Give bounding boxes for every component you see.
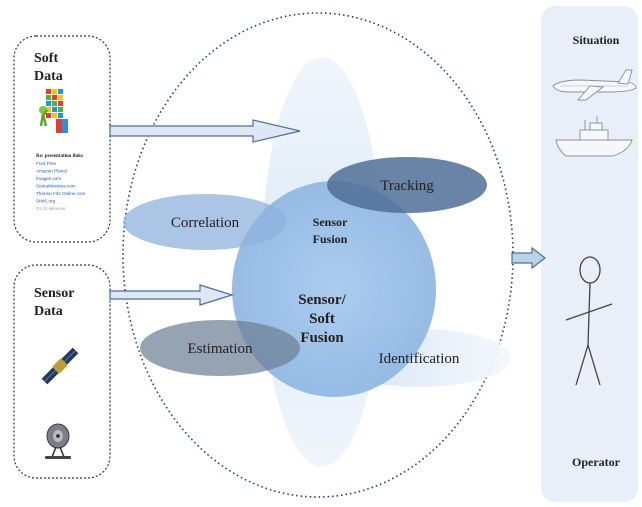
correlation-label: Correlation <box>171 215 240 231</box>
document-icon <box>39 89 68 133</box>
ssf-label-3: Fusion <box>300 330 344 346</box>
sensor-data-arrow <box>109 284 235 306</box>
operator-arrow <box>511 246 546 270</box>
soft-data-title-1: Soft <box>34 51 58 66</box>
stick-figure-icon <box>565 256 613 386</box>
doc-link: Fred Prev <box>36 161 57 166</box>
situation-label: Situation <box>573 33 620 47</box>
doc-link: SentaWireless.com <box>36 184 76 189</box>
ssf-label-2: Soft <box>309 311 335 327</box>
correlation-ellipse <box>123 194 287 250</box>
identification-label: Identification <box>379 351 460 367</box>
satellite-icon <box>41 347 79 385</box>
operator-panel <box>541 6 638 502</box>
soft-data-title-2: Data <box>34 69 63 84</box>
boat-icon <box>555 116 633 157</box>
estimation-label: Estimation <box>188 341 253 357</box>
estimation-ellipse <box>140 320 300 376</box>
doc-link: Thermo Info Online.com <box>36 191 85 196</box>
sensor-fusion-label-1: Sensor <box>313 215 348 229</box>
doc-link: SIMS.org <box>36 199 56 204</box>
antenna-icon <box>45 423 71 459</box>
doc-link: Go to services <box>36 206 66 211</box>
tracking-label: Tracking <box>380 178 434 194</box>
ssf-label-1: Sensor/ <box>298 292 346 308</box>
sensor-data-title-2: Data <box>34 304 63 319</box>
airplane-icon <box>552 69 637 101</box>
doc-link: Amazon Planet <box>36 169 68 174</box>
doc-heading: Re: presentation links <box>36 154 83 159</box>
sensor-fusion-label-2: Fusion <box>313 232 348 246</box>
doc-link: Images.com <box>36 176 61 181</box>
sensor-data-title-1: Sensor <box>34 286 74 301</box>
tracking-ellipse <box>327 157 487 213</box>
operator-label: Operator <box>572 455 621 469</box>
soft-data-box <box>13 35 111 243</box>
sensor-data-box <box>13 264 111 479</box>
soft-data-arrow <box>109 119 301 143</box>
